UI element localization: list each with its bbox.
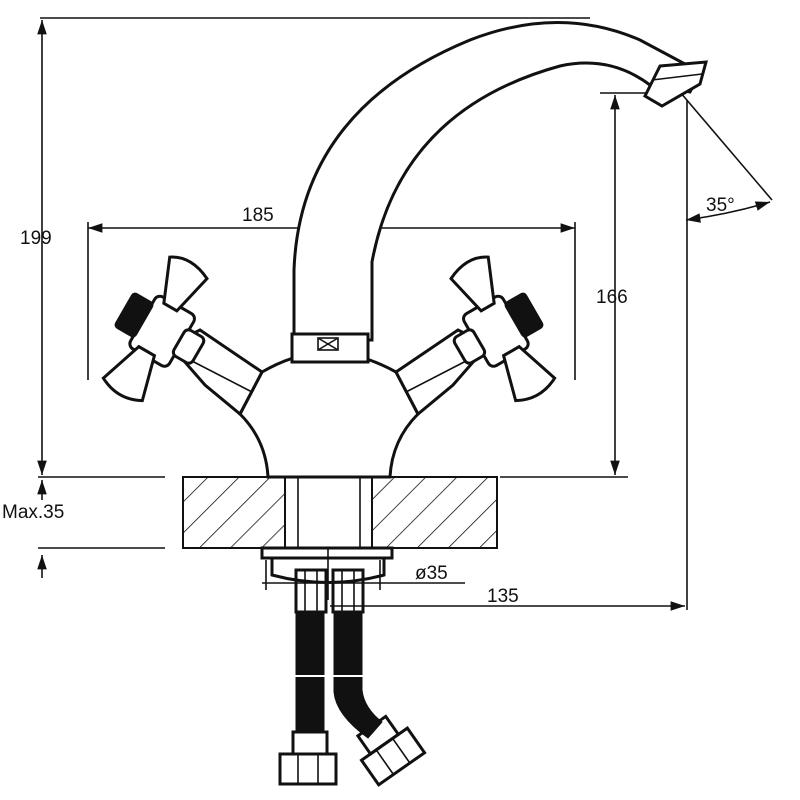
dimension-angle-35 bbox=[679, 91, 773, 223]
label-185: 185 bbox=[242, 205, 274, 226]
dimension-166 bbox=[600, 92, 655, 475]
dimension-199 bbox=[37, 17, 590, 475]
dimension-135 bbox=[330, 100, 688, 611]
label-max35: Max.35 bbox=[2, 502, 65, 523]
right-cross-handle bbox=[394, 255, 557, 417]
label-angle-35: 35° bbox=[706, 195, 735, 216]
supply-hose-left bbox=[278, 568, 338, 786]
aerator-nozzle bbox=[643, 60, 709, 108]
label-diameter-35: ø35 bbox=[415, 563, 448, 584]
countertop-section bbox=[182, 476, 498, 549]
spout bbox=[290, 21, 709, 364]
label-135: 135 bbox=[487, 586, 519, 607]
label-166: 166 bbox=[596, 287, 628, 308]
faucet-body bbox=[238, 352, 420, 479]
supply-hose-right bbox=[330, 568, 427, 787]
dimension-max35 bbox=[37, 480, 165, 578]
left-cross-handle bbox=[101, 255, 264, 417]
mounting-nut bbox=[260, 546, 394, 584]
label-199: 199 bbox=[20, 228, 52, 249]
